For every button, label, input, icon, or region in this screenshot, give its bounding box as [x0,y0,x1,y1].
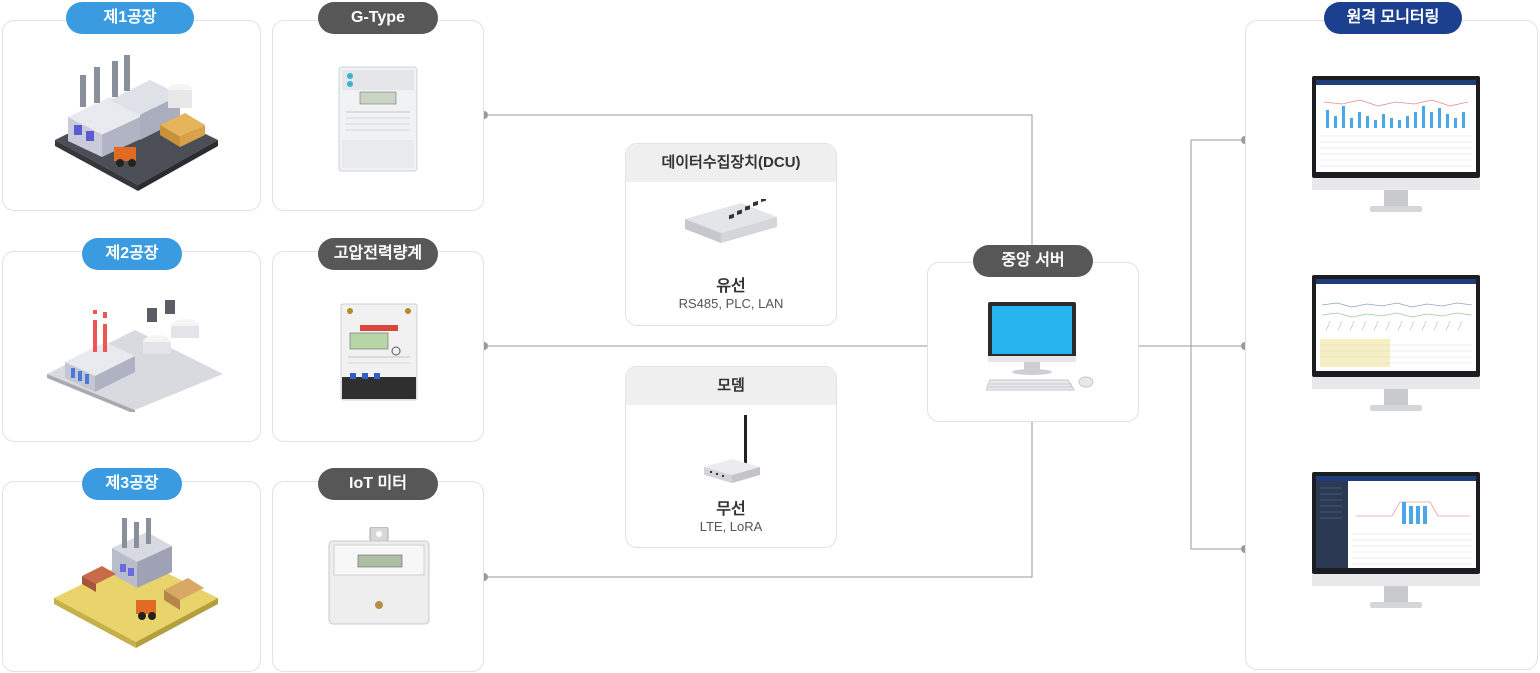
meter-label-gtype: G-Type [318,2,438,34]
meter-icon [338,66,418,172]
modem-title: 무선 [716,501,746,518]
modem-card: 모뎀 무선 LTE, LoRA [625,366,837,548]
server-label: 중앙 서버 [973,245,1093,277]
dcu-header: 데이터수집장치(DCU) [626,144,836,182]
meter-icon [340,303,418,401]
factory-label-3: 제3공장 [82,468,182,500]
meter-label-iot: IoT 미터 [318,468,438,500]
monitor-icon [1312,275,1480,411]
connector-line-iot [484,422,1033,578]
monitor-icon [1312,76,1480,212]
factory-label-2: 제2공장 [82,238,182,270]
meter-label-highvoltage: 고압전력량계 [318,238,438,270]
factory-label-1: 제1공장 [66,2,194,34]
dcu-card: 데이터수집장치(DCU) 유선 RS485, PLC, LAN [625,143,837,326]
connector-line-gtype [484,114,1033,262]
factory-icon [55,55,218,191]
factory-icon [47,300,223,412]
computer-icon [986,302,1094,391]
modem-subtitle: LTE, LoRA [699,519,763,534]
dcu-subtitle: RS485, PLC, LAN [678,296,784,311]
router-icon [704,415,760,483]
switch-icon [685,199,777,243]
modem-header: 모뎀 [626,367,836,405]
dcu-title: 유선 [716,278,746,295]
monitor-icon [1312,472,1480,608]
monitoring-label: 원격 모니터링 [1324,2,1462,34]
meter-icon [328,527,430,625]
factory-icon [54,518,218,648]
connector-line-monitor-branch [1190,139,1245,550]
